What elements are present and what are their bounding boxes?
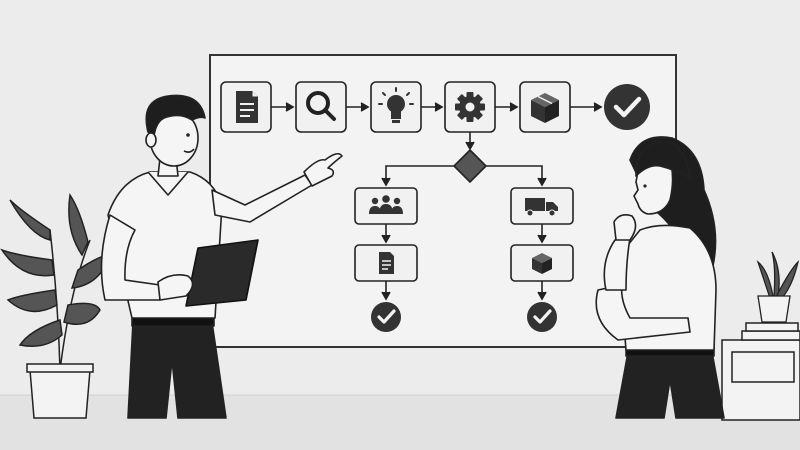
box-icon-small bbox=[532, 253, 552, 274]
listener bbox=[595, 136, 725, 419]
presenter bbox=[100, 94, 343, 419]
people-group-icon bbox=[369, 195, 403, 214]
listener-trousers bbox=[615, 351, 725, 419]
book-stack bbox=[741, 322, 800, 341]
check-circle-icon-left bbox=[371, 302, 401, 332]
check-circle-icon-right bbox=[527, 302, 557, 332]
side-cabinet bbox=[721, 339, 800, 421]
tablet-icon bbox=[185, 239, 259, 307]
document-icon bbox=[236, 91, 258, 123]
lightbulb-icon bbox=[378, 87, 414, 123]
check-circle-icon bbox=[604, 84, 650, 130]
magnifier-icon bbox=[306, 91, 336, 121]
presenter-hair bbox=[145, 94, 206, 137]
decision-diamond bbox=[452, 148, 488, 184]
presenter-trousers bbox=[127, 321, 227, 419]
gear-icon bbox=[455, 92, 485, 122]
box-icon bbox=[531, 93, 559, 123]
potted-plant-right bbox=[756, 251, 800, 323]
document-icon-small bbox=[379, 252, 394, 274]
delivery-truck-icon bbox=[525, 198, 558, 217]
step-search-box bbox=[295, 81, 347, 133]
main-arrows bbox=[271, 102, 603, 112]
potted-plant-left bbox=[0, 192, 112, 419]
